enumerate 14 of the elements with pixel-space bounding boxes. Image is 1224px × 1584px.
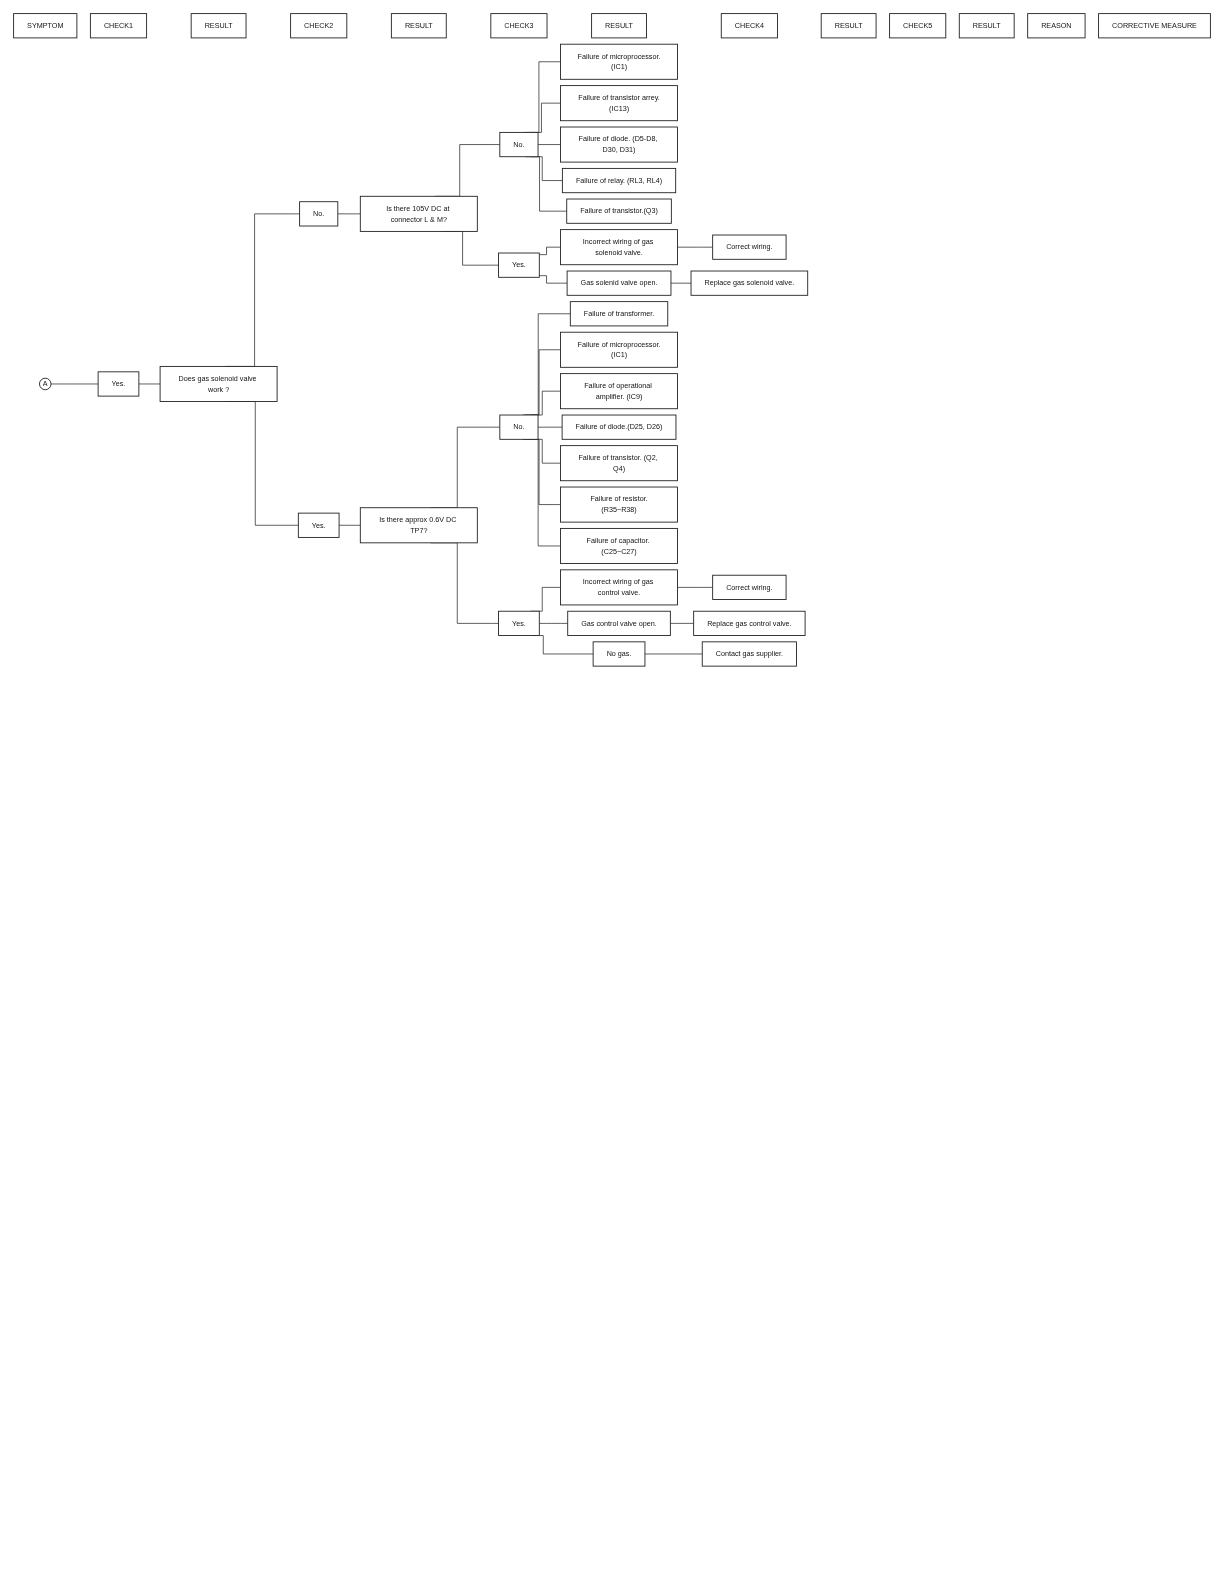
connector (50, 383, 99, 385)
connector (538, 246, 561, 255)
connector (138, 383, 161, 385)
connector (644, 653, 703, 655)
connector (537, 426, 563, 428)
connector (670, 623, 694, 624)
connector (677, 246, 713, 248)
connector (537, 144, 561, 145)
connector (538, 275, 568, 284)
connector (338, 524, 361, 526)
connector (538, 623, 569, 624)
connector (670, 282, 692, 284)
connector (677, 587, 713, 588)
connector (337, 213, 361, 215)
